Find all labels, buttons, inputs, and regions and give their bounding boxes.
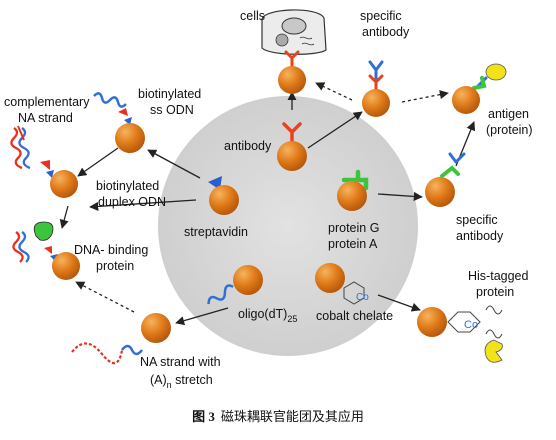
cell-icon [261, 9, 327, 55]
label-streptavidin: streptavidin [184, 225, 248, 239]
co-symbol-his: Co [464, 319, 478, 331]
biotinylated-ss-odn [93, 92, 145, 153]
label-na-strand-1: NA strand with [140, 355, 221, 369]
arrow-to-specific-antibody-top [307, 111, 363, 149]
arrow-to-complementary [77, 147, 119, 177]
label-protein-g: protein G [328, 221, 379, 235]
bead-na-strand [141, 313, 171, 343]
bead-antigen [452, 86, 480, 114]
arrow-dotted-top [315, 82, 353, 101]
antigen-icon [485, 63, 507, 81]
cobalt-chelate-bead: Co [315, 263, 369, 305]
arrow-dotted-antigen [401, 90, 449, 103]
arrow-to-his-tagged [377, 294, 421, 312]
antibody-bead [277, 122, 307, 171]
protein-g-bead [337, 169, 369, 211]
arrow-dotted-dna-binding [75, 281, 135, 313]
bead-cells [278, 66, 306, 94]
bead-specific-top [362, 89, 390, 117]
label-specific-antibody-right-2: antibody [456, 229, 504, 243]
streptavidin-bead [208, 176, 239, 215]
dna-binding-protein-icon [33, 221, 54, 241]
label-cobalt-chelate: cobalt chelate [316, 309, 393, 323]
oligo-dt-bead [207, 265, 263, 305]
bead-complementary [50, 170, 78, 198]
label-oligo-sub: 25 [287, 314, 297, 324]
figure-caption: 图 3 磁珠耦联官能团及其应用 [0, 406, 556, 425]
dna-binding-complex [12, 221, 80, 280]
arrow-to-na-strand [175, 307, 229, 326]
label-his-tagged-1: His-tagged [468, 269, 528, 283]
arrow-to-specific-antibody-right [377, 191, 423, 201]
label-biotinylated-duplex-1: biotinylated [96, 179, 159, 193]
arrow-to-biotinylated-duplex [89, 199, 197, 212]
label-antigen-2: (protein) [486, 123, 533, 137]
bead-his-tagged [417, 307, 447, 337]
na-strand-complex [71, 313, 171, 365]
figure-number: 图 3 [192, 409, 215, 424]
label-dna-binding-2: protein [96, 259, 134, 273]
bead-specific-right [425, 177, 455, 207]
label-biotinylated-duplex-2: duplex ODN [98, 195, 166, 209]
chelate-ring-icon [343, 281, 365, 305]
his-tagged-complex: Co [417, 305, 503, 363]
antigen-complex [452, 63, 507, 114]
label-dna-binding-1: DNA- binding [74, 243, 148, 257]
label-protein-a: protein A [328, 237, 378, 251]
label-cells: cells [240, 9, 265, 23]
specific-antibody-right [425, 152, 466, 207]
complementary-na-strand [10, 125, 78, 198]
label-na-strand-sub: n [167, 380, 172, 390]
arrow-to-dna-binding [59, 205, 69, 229]
his-protein-icon [484, 339, 503, 363]
bead-dna-binding [52, 252, 80, 280]
label-specific-antibody-right-1: specific [456, 213, 498, 227]
co-symbol-chelate: Co [356, 292, 369, 303]
label-his-tagged-2: protein [476, 285, 514, 299]
specific-antibody-top [362, 60, 390, 117]
center-disc [158, 96, 418, 356]
label-biotinylated-ss-1: biotinylated [138, 87, 201, 101]
arrow-to-biotinylated-ss [147, 149, 201, 179]
label-antigen-1: antigen [488, 107, 529, 121]
label-specific-antibody-top-1: specific [360, 9, 402, 23]
label-antibody: antibody [224, 139, 272, 153]
label-complementary-1: complementary [4, 95, 90, 109]
label-na-strand-2: (A)n stretch [150, 373, 213, 390]
figure-title: 磁珠耦联官能团及其应用 [220, 409, 364, 424]
labels: cells specific antibody antibody antigen… [4, 9, 533, 390]
label-oligo: oligo(dT)25 [238, 307, 297, 324]
label-biotinylated-ss-2: ss ODN [150, 103, 194, 117]
cells-bead-antibody [278, 50, 306, 94]
label-specific-antibody-top-2: antibody [362, 25, 410, 39]
label-complementary-2: NA strand [18, 111, 73, 125]
arrows [59, 82, 476, 326]
